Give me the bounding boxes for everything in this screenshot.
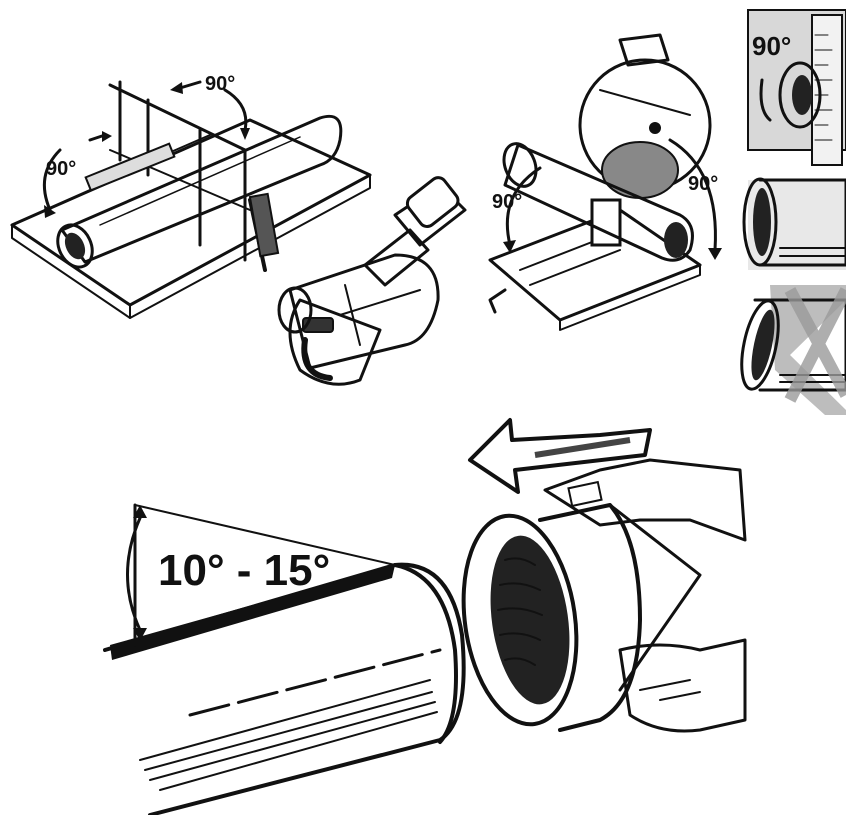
chop-saw [578,33,712,199]
angle-label-left: 90° [492,191,522,213]
saw-guide-frame [84,80,280,272]
angle-label-left: 90° [46,158,76,180]
incorrect-cut-pipe [740,285,846,415]
board [10,118,372,307]
panel-saw-guide: 90° 90° [10,73,372,319]
rotation-arrow-left [42,148,62,212]
angle-label-top: 90° [205,73,235,95]
reject-cross-icon [784,287,846,403]
angle-label: 90° [752,31,791,61]
correct-cut-pipe [742,177,846,270]
vise-base [488,198,702,331]
angle-label: 10° - 15° [158,546,330,595]
large-pipe [103,562,466,817]
pipe-in-cutter [277,253,440,370]
square-ruler-check: 90° [747,9,846,166]
panel-chamfer: 10° - 15° [103,418,747,817]
panel-pipe-cutter [277,176,467,386]
rotation-arrow-top [178,80,202,90]
angle-label-right: 90° [688,173,718,195]
panel-chop-saw: 90° 90° [488,33,722,331]
direction-arrow-left [468,418,652,494]
deburring-tool-in-hand [461,458,747,733]
pipe-in-vise [502,142,694,262]
pipe-on-board [56,114,343,269]
panel-square-check: 90° [740,9,846,415]
chamfer-angle-marker: 10° - 15° [126,503,396,647]
